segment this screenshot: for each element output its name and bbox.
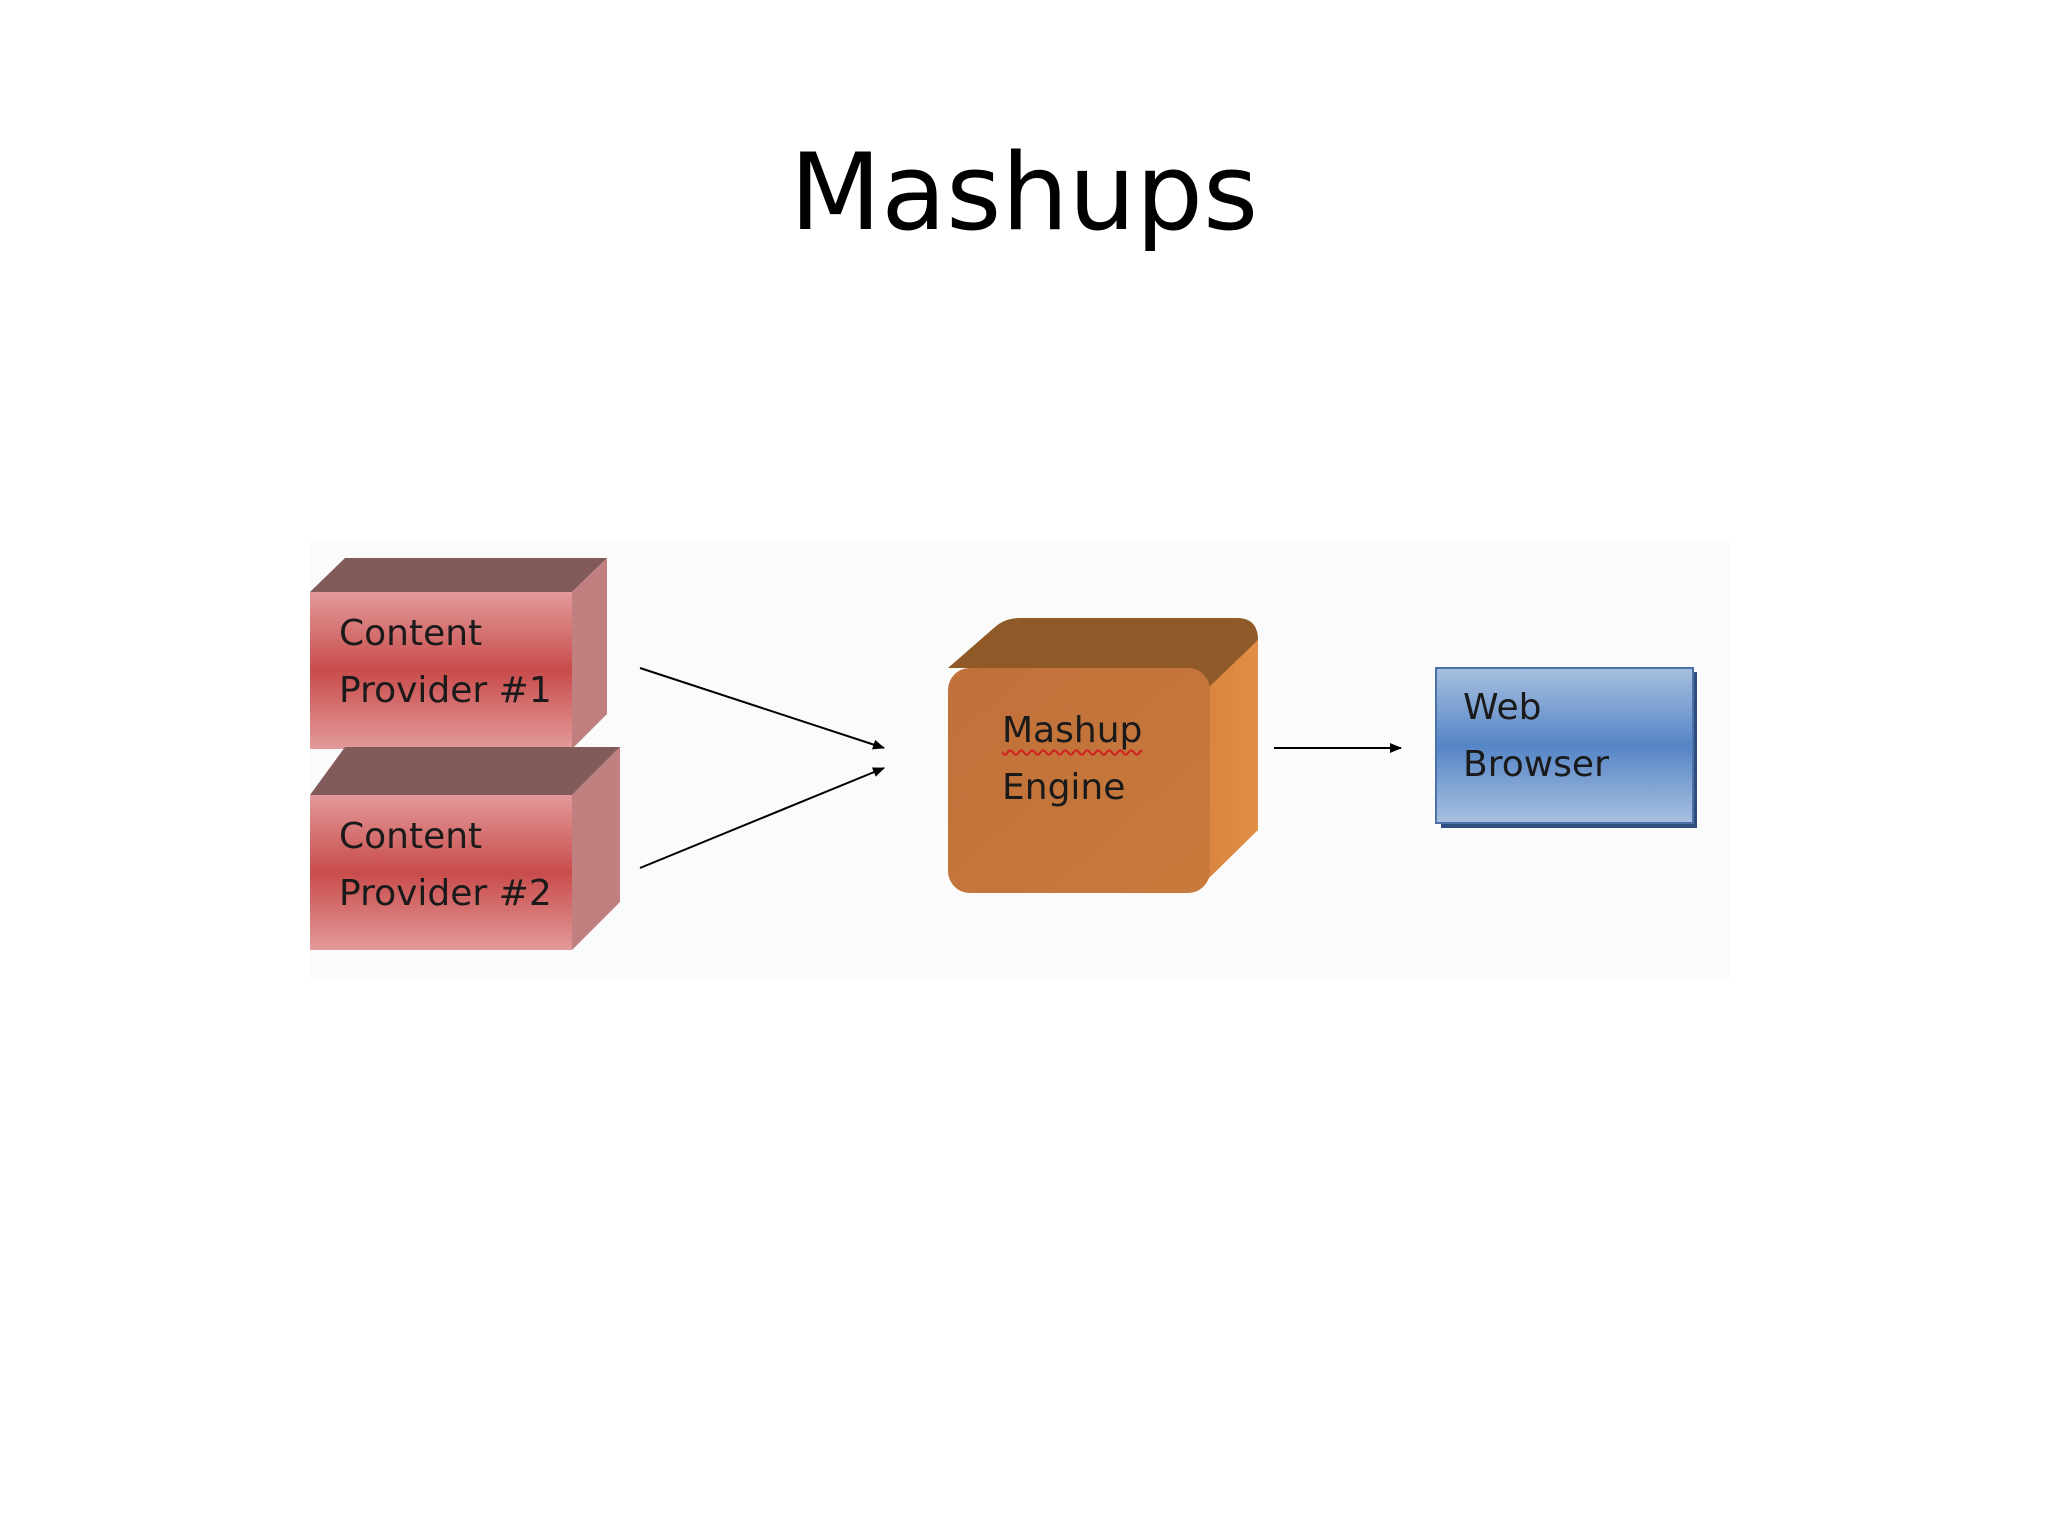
content-provider-1-line1: Content <box>339 613 483 654</box>
content-provider-1-front <box>310 592 572 749</box>
content-provider-2-label: Content Provider #2 <box>339 808 552 922</box>
mashup-engine-line2: Engine <box>1002 767 1126 808</box>
web-browser-label: Web Browser <box>1463 679 1609 793</box>
content-provider-1-box <box>310 558 607 749</box>
web-browser-box <box>1435 667 1697 828</box>
web-browser-front <box>1435 667 1694 824</box>
content-provider-2-side <box>572 747 620 950</box>
arrow-provider1-to-engine <box>639 667 885 750</box>
content-provider-2-top <box>310 747 620 795</box>
arrow-provider2-to-engine <box>639 767 885 869</box>
web-browser-line1: Web <box>1463 687 1542 728</box>
content-provider-2-box <box>310 747 620 950</box>
content-provider-2-front <box>310 795 572 950</box>
mashup-engine-top <box>948 618 1258 690</box>
web-browser-line2: Browser <box>1463 744 1609 785</box>
content-provider-1-line2: Provider #1 <box>339 670 552 711</box>
content-provider-2-line1: Content <box>339 816 483 857</box>
content-provider-2-line2: Provider #2 <box>339 873 552 914</box>
content-provider-1-side <box>572 558 607 749</box>
mashup-engine-line1: Mashup <box>1002 710 1143 751</box>
content-provider-1-label: Content Provider #1 <box>339 605 552 719</box>
content-provider-1-top <box>310 558 607 592</box>
mashup-engine-label: Mashup Engine <box>1002 702 1142 816</box>
mashup-engine-side <box>1205 640 1258 882</box>
mashup-engine-front <box>948 668 1210 893</box>
mashup-engine-box <box>948 618 1258 893</box>
slide-title: Mashups <box>789 131 1259 254</box>
